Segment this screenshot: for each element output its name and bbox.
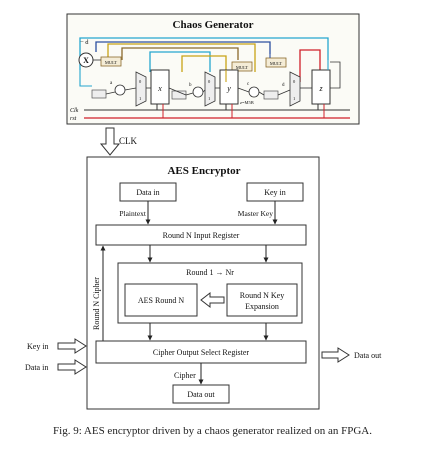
clk-rst-taps [156,104,325,118]
mult-label-2: MULT [236,65,249,70]
ext-key-in-arrow [57,338,87,354]
input-register [95,224,307,246]
clk-down-arrow [99,127,121,156]
data-out-box-label: Data out [187,390,215,399]
input-register-label: Round N Input Register [163,231,240,240]
bus-blue-top [95,41,271,54]
chaos-generator-frame [66,13,360,125]
mult-block-2: MULT [231,61,253,72]
ext-data-in-arrow [57,359,87,375]
bus-gold-inner [181,55,227,82]
clk-label: Clk [70,108,79,114]
register-x: x [150,69,170,105]
key-expansion-box [226,283,298,317]
mux-x-1: 1 [139,96,141,101]
output-register-label: Cipher Output Select Register [153,348,250,357]
bus-brown-top [121,47,239,60]
adder-3 [248,86,260,98]
external-io: Key in Data in Data out [25,338,382,375]
bus-cyan-inner [149,51,211,72]
adder-1 [114,84,126,96]
mux-x: 0 1 [135,71,147,107]
shift-box-1 [91,89,107,99]
register-x-label: x [157,84,162,93]
datapath-wires [93,59,341,96]
adder-2 [192,86,204,98]
rst-label: rst [70,116,77,122]
shift-box-3 [263,90,279,100]
aes-round-box [124,283,198,317]
mult-label-3: MULT [270,61,283,66]
mult-block-1: MULT [100,56,122,67]
feedback-buses [79,37,329,82]
bus-red-inner [299,49,321,82]
multiplier-x-symbol: X [83,56,89,65]
mux-z-1: 1 [293,96,295,101]
chaos-label-a: a [110,81,113,86]
chaos-label-zmsb: z=M5B [240,100,254,105]
aes-title: AES Encryptor [167,165,240,177]
chaos-label-c: c [247,82,250,87]
chaos-generator: Chaos Generator − d X MULT MULT MULT [66,13,360,125]
figure-caption: Fig. 9: AES encryptor driven by a chaos … [53,425,372,437]
mux-z: 0 1 [289,71,301,107]
data-in-box-label: Data in [136,188,159,197]
register-z: z [311,69,331,105]
mux-y-0: 0 [208,79,211,84]
mult-block-3: MULT [265,57,287,68]
master-key-label: Master Key [238,209,273,218]
plaintext-label: Plaintext [119,209,147,218]
key-expansion-label-1: Round N Key [240,291,284,300]
key-in-box-label: Key in [264,188,286,197]
mult-label-1: MULT [105,60,118,65]
bus-gold-top [107,43,256,72]
aes-round-label: AES Round N [138,296,184,305]
register-z-label: z [318,84,323,93]
round-label: Round 1 → Nr [186,268,234,277]
neg-d-label: − d [80,39,89,46]
chaos-generator-title: Chaos Generator [173,19,254,31]
key-to-round-hollow-arrow [200,291,225,309]
aes-encryptor: AES Encryptor Data in Key in Plaintext M… [86,156,320,410]
round-cipher-label: Round N Cipher [92,277,101,330]
register-y: y [219,69,239,105]
mux-y-1: 1 [208,96,210,101]
cipher-label: Cipher [174,371,196,380]
mux-y: 0 1 [204,71,216,107]
chaos-label-d: d [282,83,285,88]
ext-data-in-label: Data in [25,363,48,372]
bus-cyan-top [79,37,329,70]
clk-link-label: CLK [119,136,138,146]
ext-key-in-label: Key in [27,342,49,351]
register-y-label: y [226,84,231,93]
key-expansion-label-2: Expansion [245,302,279,311]
mux-x-0: 0 [139,79,142,84]
clk-link: CLK [99,127,138,156]
mux-z-0: 0 [293,79,296,84]
feedback-drop-wires [79,54,329,87]
data-out-box [172,384,230,404]
ext-data-out-label: Data out [354,351,382,360]
chaos-label-b: b [189,83,192,88]
ext-data-out-arrow [321,347,350,363]
